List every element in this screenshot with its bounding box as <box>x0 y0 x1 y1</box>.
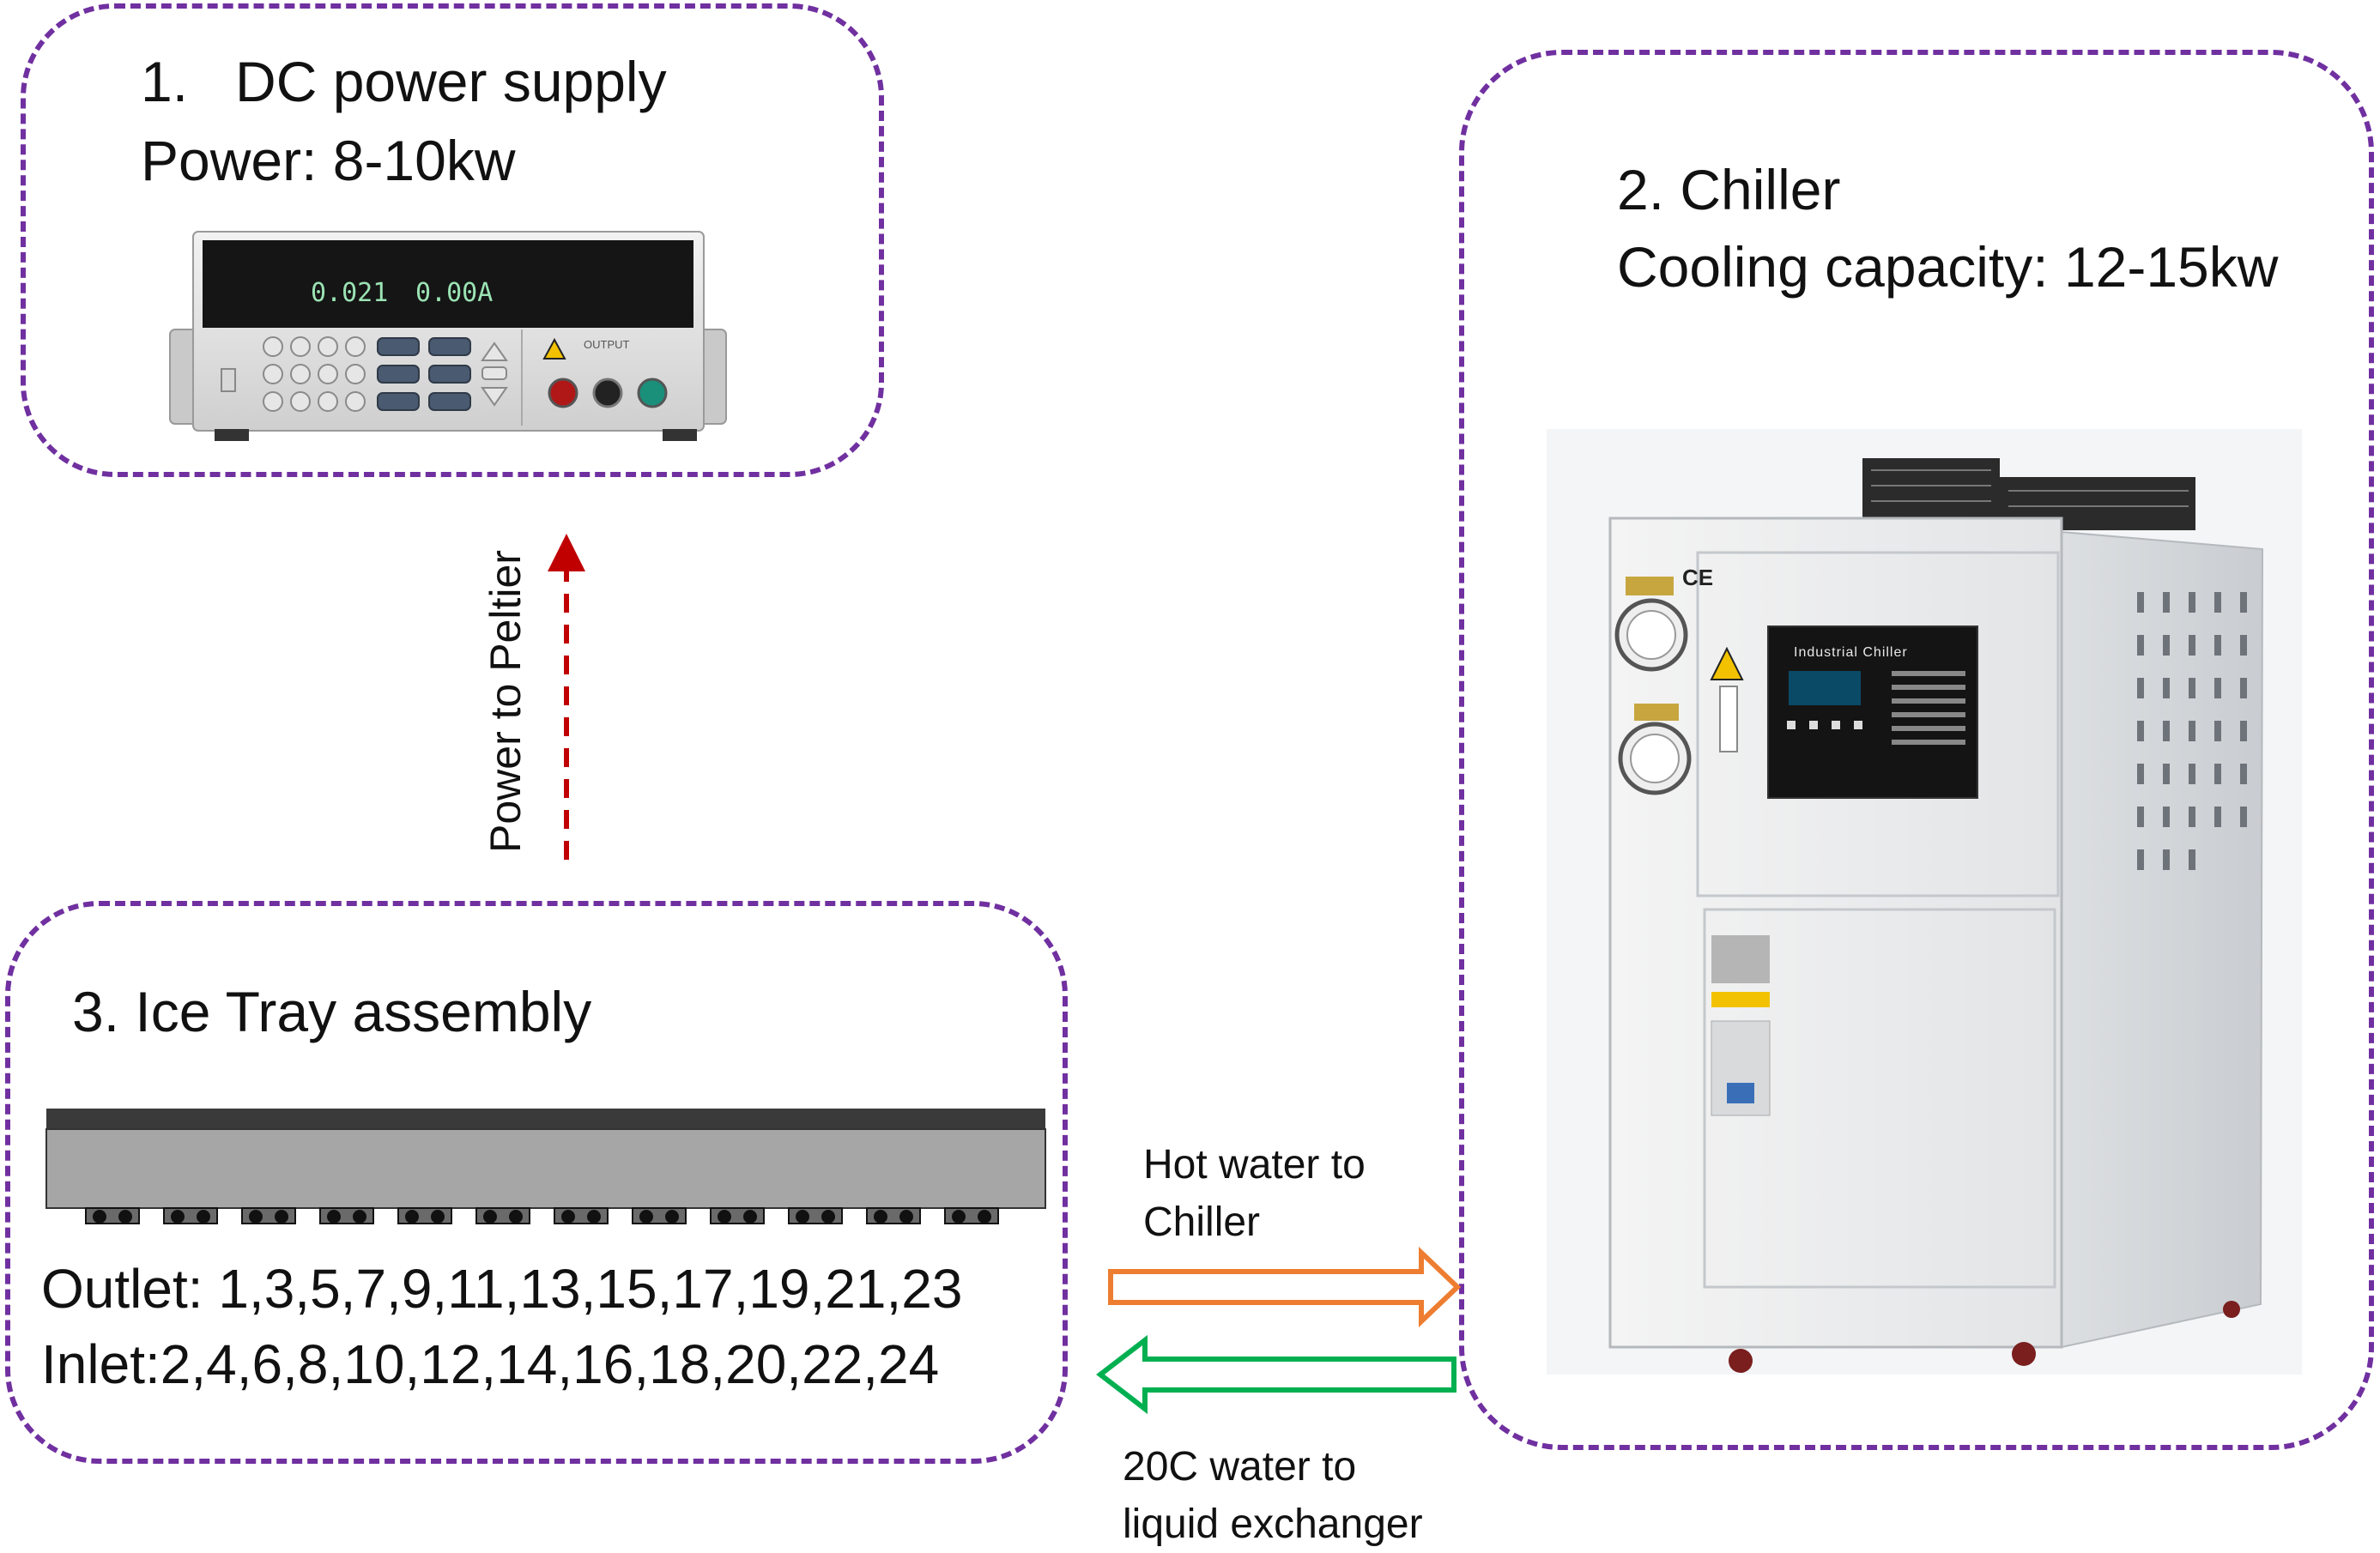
voltage-readout: 0.021 <box>311 278 389 308</box>
chiller-panel-label: Industrial Chiller <box>1794 645 1908 660</box>
power-supply-spec: Power: 8-10kw <box>141 129 516 192</box>
outlet-list: Outlet: 1,3,5,7,9,11,13,15,17,19,21,23 <box>41 1258 963 1320</box>
current-readout: 0.00A <box>415 278 494 308</box>
ice-tray-title: 3. Ice Tray assembly <box>72 980 592 1043</box>
ice-tray-box <box>5 901 1068 1464</box>
chiller-title: 2. Chiller <box>1617 158 1841 221</box>
chiller-box <box>1459 50 2374 1450</box>
output-label: OUTPUT <box>584 338 630 351</box>
power-supply-box <box>21 3 884 477</box>
chiller-spec: Cooling capacity: 12-15kw <box>1617 235 2279 299</box>
hot-water-label: Hot water to Chiller <box>1143 1142 1366 1246</box>
power-to-peltier-label: Power to Peltier <box>481 550 530 853</box>
power-supply-title: 1. DC power supply <box>141 50 667 113</box>
ce-mark: CE <box>1682 565 1714 590</box>
inlet-list: Inlet:2,4,6,8,10,12,14,16,18,20,22,24 <box>41 1333 940 1395</box>
power-arrowhead <box>548 534 585 571</box>
cold-water-label: 20C water to liquid exchanger <box>1123 1444 1423 1548</box>
hot-water-arrow <box>1108 1247 1462 1327</box>
cold-water-arrow <box>1096 1334 1456 1415</box>
